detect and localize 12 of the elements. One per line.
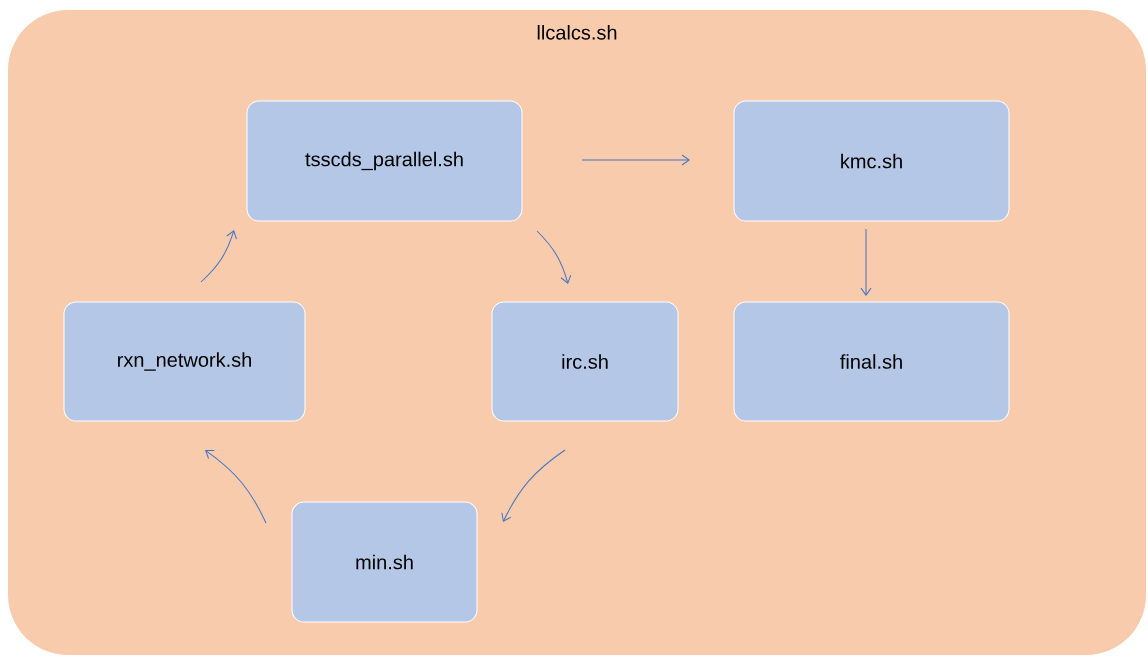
arrow: [205, 449, 267, 524]
process-box: irc.sh: [491, 301, 679, 422]
process-box: kmc.sh: [733, 100, 1010, 222]
process-box: tsscds_parallel.sh: [246, 100, 523, 222]
arrow: [860, 228, 872, 296]
process-box: final.sh: [733, 301, 1010, 422]
arrow: [200, 230, 237, 283]
process-box: rxn_network.sh: [63, 301, 306, 422]
arrow: [581, 154, 690, 166]
process-box: min.sh: [291, 501, 478, 623]
arrow: [501, 449, 566, 522]
arrow: [536, 230, 572, 284]
